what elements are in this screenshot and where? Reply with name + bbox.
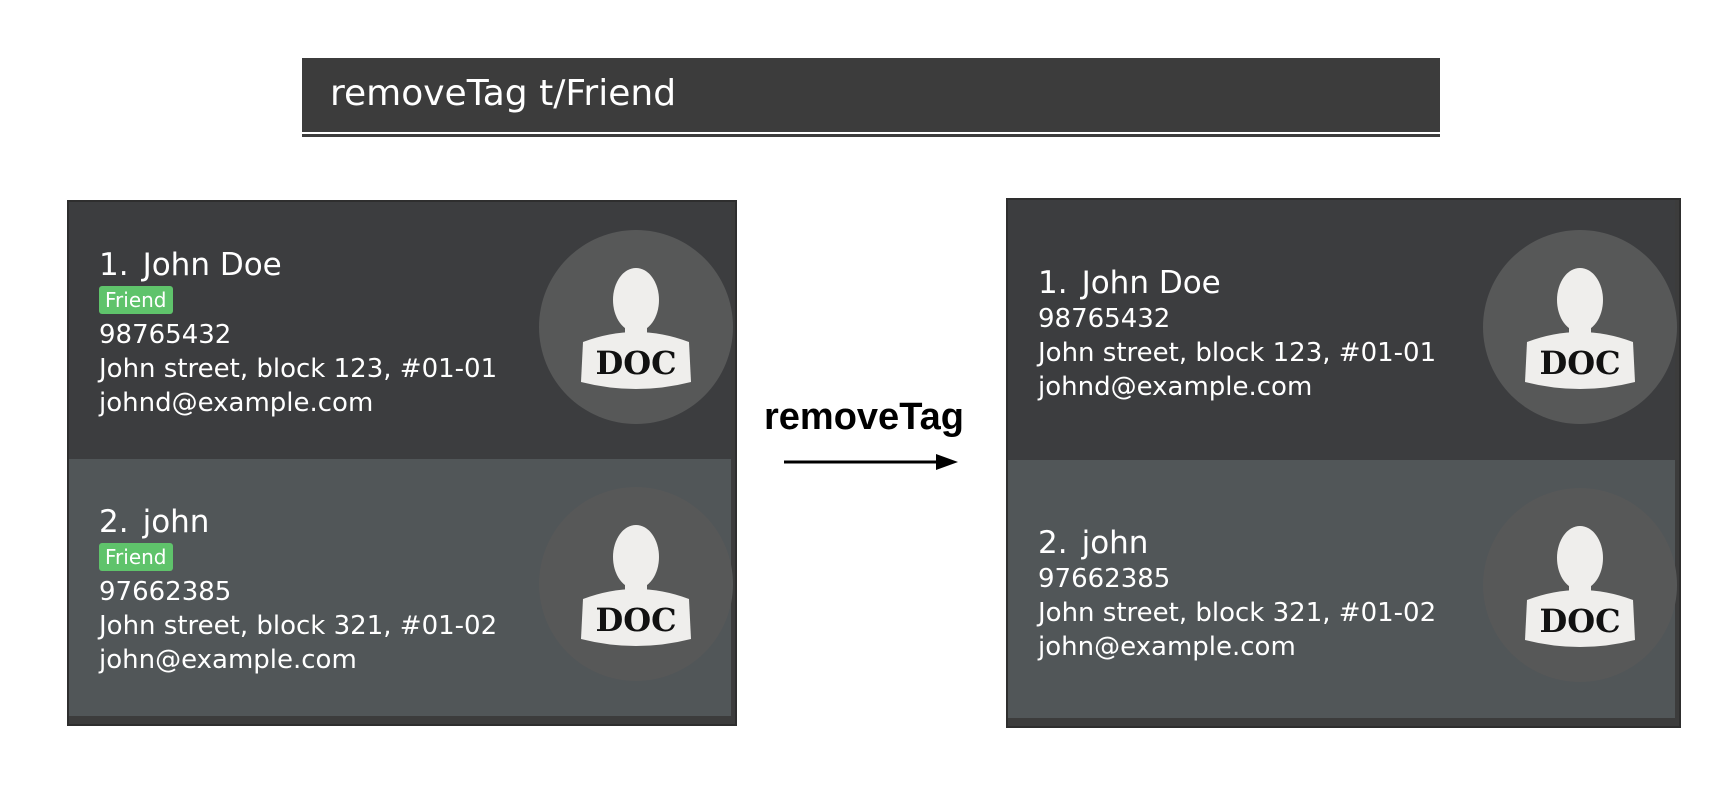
person-name: john: [142, 504, 210, 540]
person-silhouette-icon: DOC: [1483, 488, 1677, 682]
person-name: John Doe: [1081, 265, 1221, 301]
person-list-before: 1. John Doe Friend 98765432 John street, …: [67, 200, 737, 726]
person-email: john@example.com: [1038, 632, 1296, 662]
operation-label: removeTag: [764, 396, 964, 438]
person-address: John street, block 321, #01-02: [99, 611, 498, 641]
command-box[interactable]: removeTag t/Friend: [302, 58, 1440, 134]
person-list-after: 1. John Doe 98765432 John street, block 1…: [1006, 198, 1681, 728]
tag-badge: Friend: [99, 543, 173, 571]
person-silhouette-icon: DOC: [539, 230, 733, 424]
person-card[interactable]: 1. John Doe Friend 98765432 John street, …: [69, 202, 733, 459]
person-email: johnd@example.com: [1038, 372, 1313, 402]
person-address: John street, block 123, #01-01: [1038, 338, 1437, 368]
person-name-line: 1. John Doe: [1038, 268, 1221, 299]
svg-text:DOC: DOC: [595, 344, 676, 382]
person-index: 2.: [99, 504, 129, 540]
person-name: john: [1081, 525, 1149, 561]
person-index: 1.: [1038, 265, 1068, 301]
person-phone: 98765432: [99, 320, 232, 350]
person-email: johnd@example.com: [99, 388, 374, 418]
person-phone: 97662385: [1038, 564, 1171, 594]
svg-text:DOC: DOC: [1539, 602, 1620, 640]
svg-text:DOC: DOC: [1539, 344, 1620, 382]
person-card[interactable]: 2. john 97662385 John street, block 321, …: [1008, 460, 1677, 718]
person-name-line: 2. john: [1038, 528, 1148, 559]
person-address: John street, block 123, #01-01: [99, 354, 498, 384]
person-name: John Doe: [142, 247, 282, 283]
person-phone: 97662385: [99, 577, 232, 607]
person-email: john@example.com: [99, 645, 357, 675]
tag-badge: Friend: [99, 286, 173, 314]
person-silhouette-icon: DOC: [1483, 230, 1677, 424]
person-card[interactable]: 1. John Doe 98765432 John street, block 1…: [1008, 200, 1677, 460]
person-silhouette-icon: DOC: [539, 487, 733, 681]
person-address: John street, block 321, #01-02: [1038, 598, 1437, 628]
person-card[interactable]: 2. john Friend 97662385 John street, bloc…: [69, 459, 733, 716]
person-phone: 98765432: [1038, 304, 1171, 334]
person-name-line: 2. john: [99, 507, 209, 538]
person-index: 1.: [99, 247, 129, 283]
person-name-line: 1. John Doe: [99, 250, 282, 281]
svg-text:DOC: DOC: [595, 601, 676, 639]
person-index: 2.: [1038, 525, 1068, 561]
command-input-text[interactable]: removeTag t/Friend: [330, 73, 677, 114]
right-arrow-icon: [784, 454, 958, 470]
